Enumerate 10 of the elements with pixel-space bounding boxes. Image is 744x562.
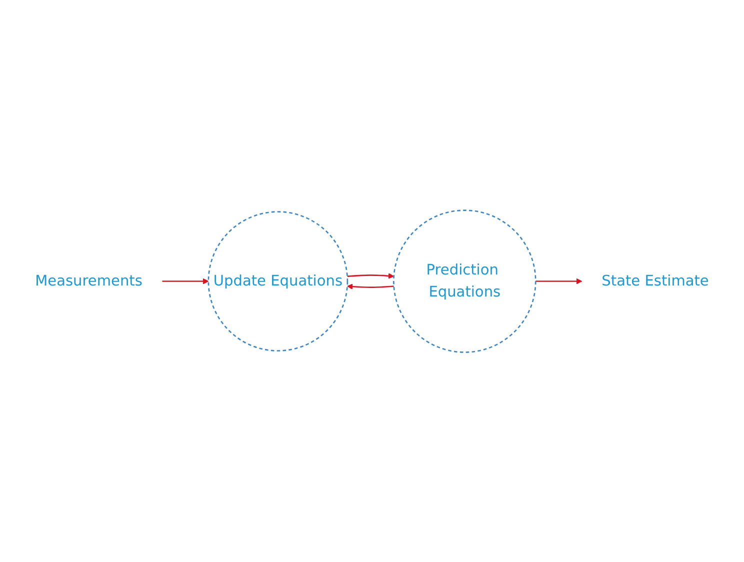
process-circle — [208, 210, 348, 352]
io-label: Measurements — [35, 270, 142, 292]
node-label: Update Equations — [213, 272, 342, 292]
node-label: Prediction Equations — [425, 260, 502, 302]
arrow — [162, 278, 209, 284]
arrow — [347, 272, 394, 279]
process-circle — [393, 209, 536, 353]
arrow — [536, 278, 582, 284]
arrow — [347, 283, 394, 290]
io-label: State Estimate — [602, 270, 709, 292]
